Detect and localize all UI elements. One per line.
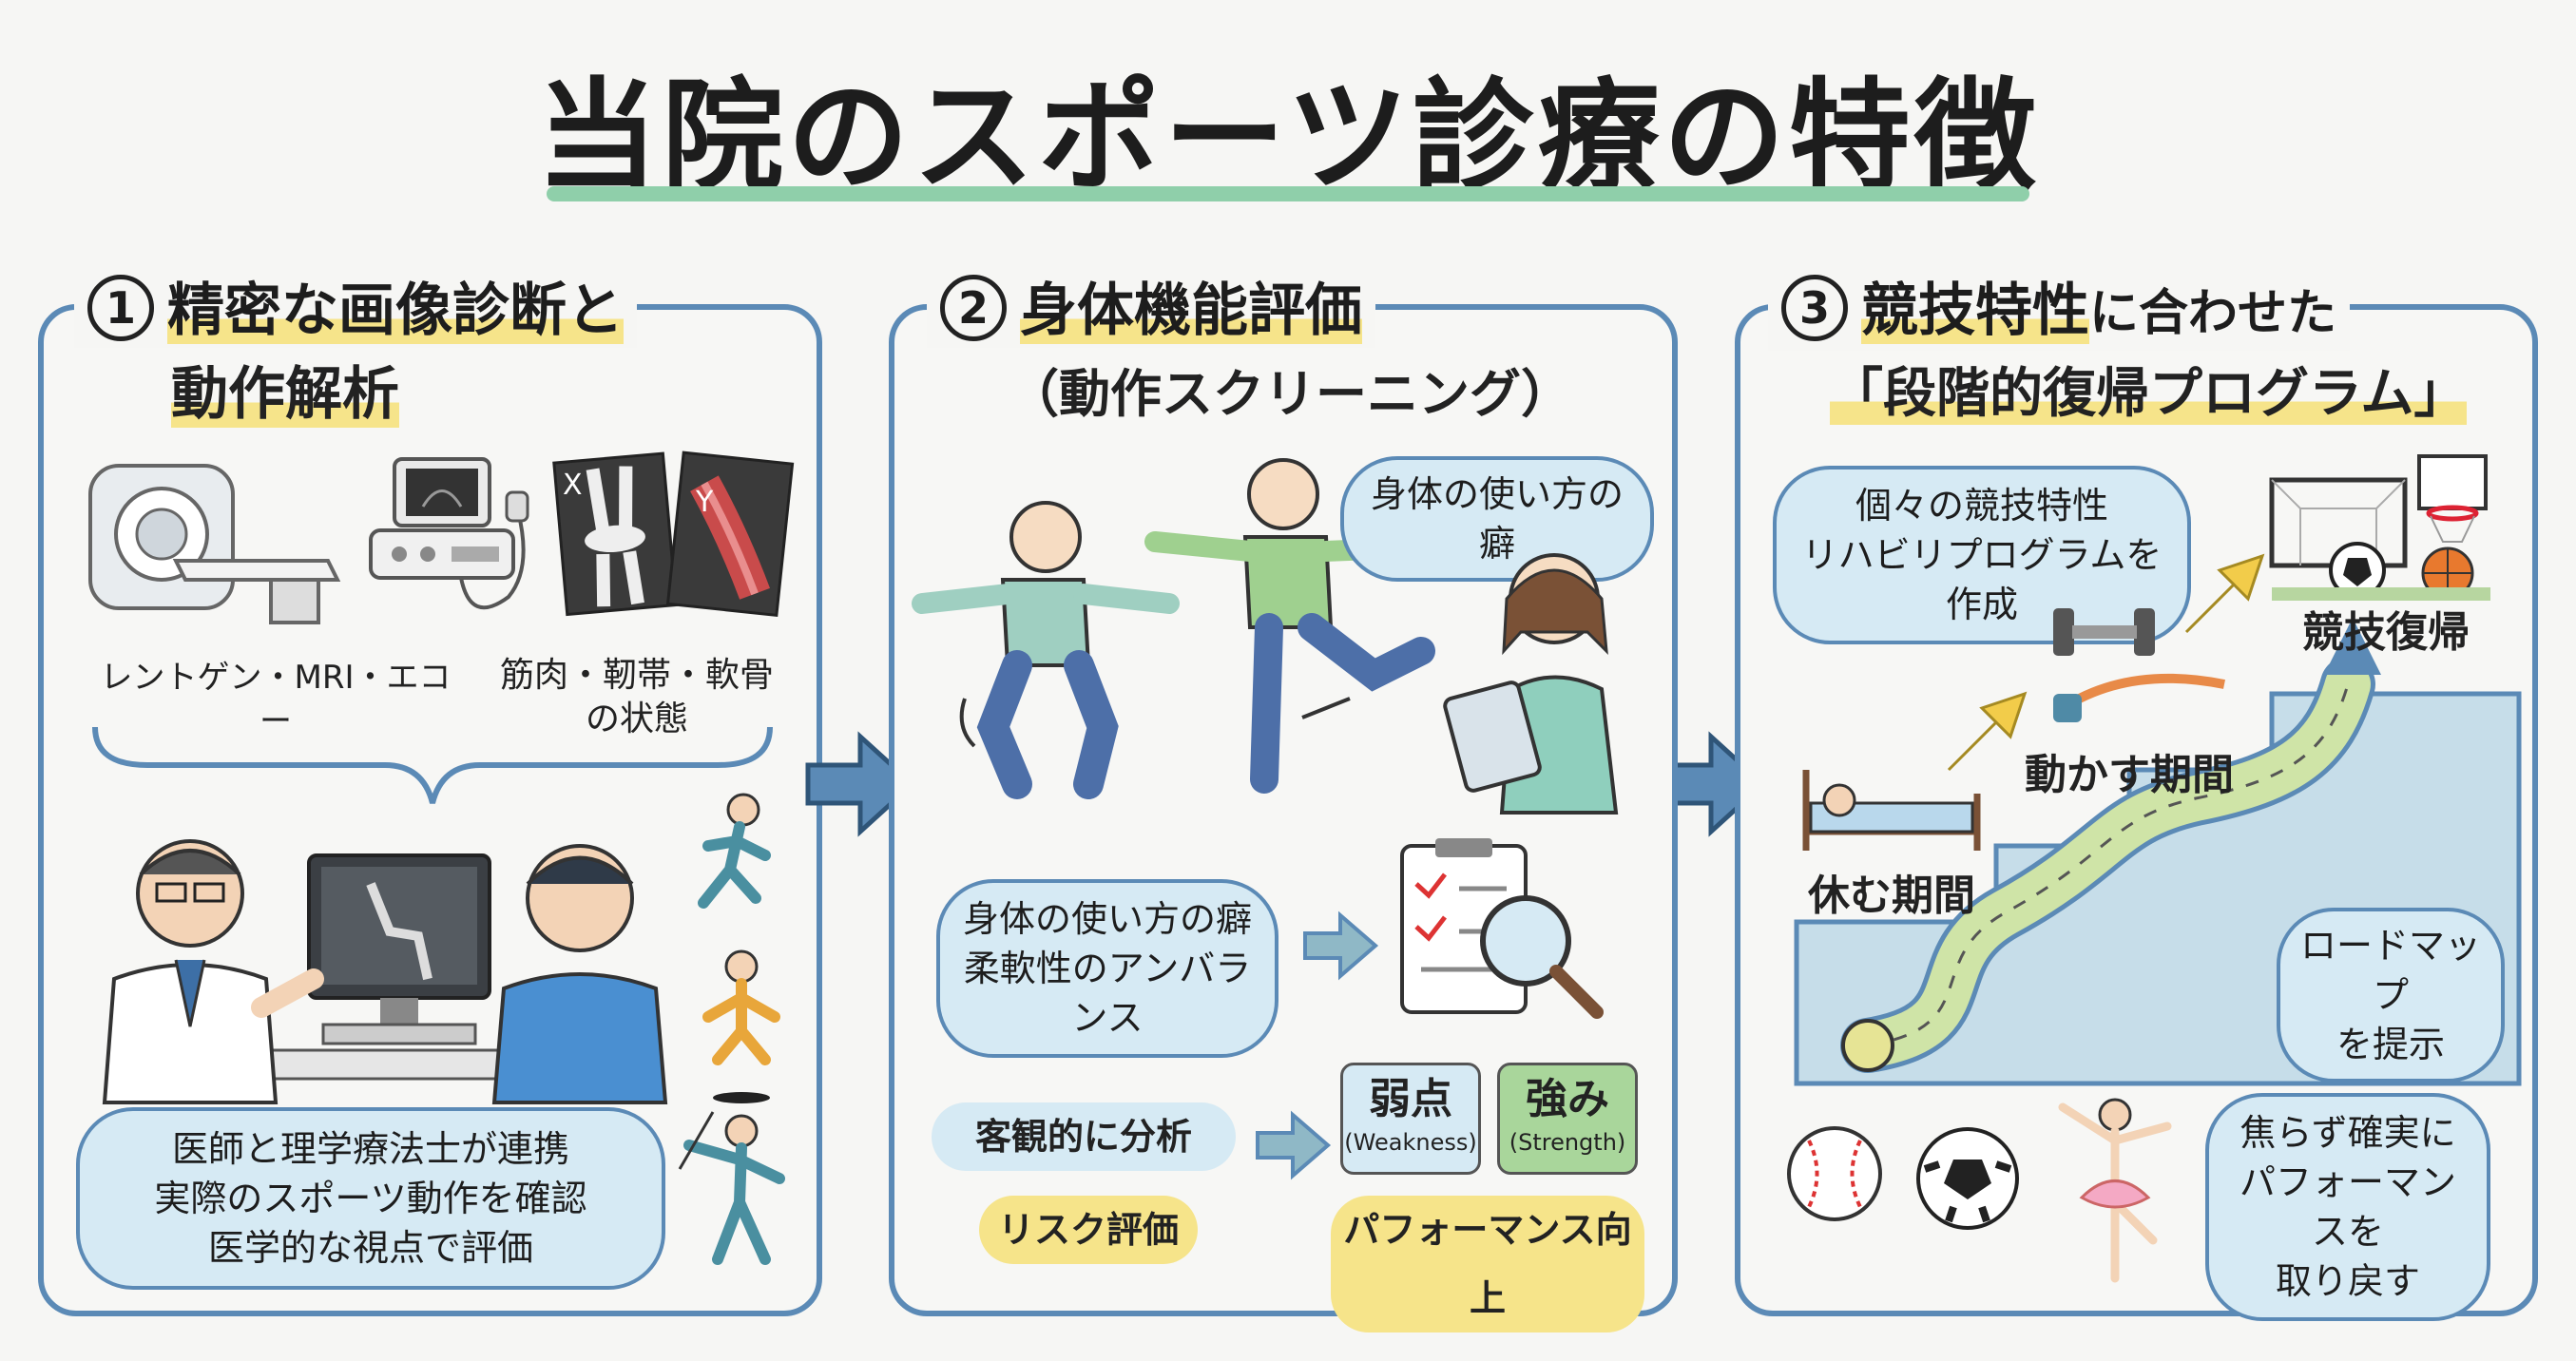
tissue-label: 筋肉・靭帯・軟骨 の状態 — [499, 656, 774, 738]
page-title: 当院のスポーツ診療の特徴 — [536, 67, 2040, 208]
panel2-subheading: （動作スクリーニング） — [1008, 364, 1572, 424]
ballerina-icon — [2058, 1098, 2172, 1283]
arrow-right-icon — [805, 731, 916, 837]
clipboard-magnifier-icon — [1400, 838, 1604, 1019]
step-number-2: 2 — [940, 275, 1007, 342]
xray-x-label: X — [563, 469, 583, 502]
thrower-icon — [678, 1111, 785, 1265]
xray-images-icon — [552, 450, 795, 617]
runner-icon — [698, 793, 771, 909]
stage-return-label: 競技復帰 — [2302, 608, 2470, 657]
habit-bubble-top: 身体の使い方の癖 — [1340, 456, 1654, 582]
pill-risk-assessment: リスク評価 — [979, 1196, 1198, 1264]
arrow-right-icon — [1303, 911, 1379, 981]
step-number-3: 3 — [1781, 275, 1848, 342]
progress-arrow-icon — [1947, 691, 2028, 772]
doctor-therapist-illustration — [102, 839, 668, 1104]
step-number-1: 1 — [87, 275, 154, 342]
xray-y-label: Y — [696, 486, 714, 519]
mri-machine-icon — [88, 464, 341, 624]
therapist-tablet-illustration — [1443, 553, 1619, 815]
strength-box: 強み (Strength) — [1497, 1063, 1638, 1175]
arrow-right-icon — [1256, 1110, 1332, 1180]
panel1-heading-line2: 動作解析 — [171, 361, 399, 428]
final-bubble: 焦らず確実に パフォーマンスを 取り戻す — [2205, 1093, 2490, 1321]
progress-arrow-icon — [2184, 553, 2265, 634]
goal-hoop-balls-icon — [2269, 454, 2490, 601]
imaging-label: レントゲン・MRI・エコー — [100, 659, 452, 740]
jumper-icon — [702, 949, 780, 1103]
stage-move-label: 動かす期間 — [2025, 751, 2234, 799]
squat-figure-illustration — [912, 501, 1180, 799]
soccer-ball-icon — [1916, 1127, 2019, 1230]
dumbbell-band-icon — [2053, 608, 2225, 722]
baseball-icon — [1787, 1126, 1882, 1221]
bed-icon — [1802, 770, 1981, 851]
roadmap-bubble: ロードマップ を提示 — [2277, 908, 2505, 1083]
panel3-heading-line2: 「段階的復帰プログラム」 — [1830, 363, 2468, 425]
pill-performance-improvement: パフォーマンス向上 — [1331, 1196, 1644, 1332]
stage-rest-label: 休む期間 — [1808, 872, 1975, 920]
ultrasound-icon — [369, 457, 529, 610]
pill-objective-analysis: 客観的に分析 — [932, 1102, 1236, 1171]
weakness-box: 弱点 (Weakness) — [1340, 1063, 1481, 1175]
title-underline — [547, 186, 2029, 201]
program-bubble: 個々の競技特性 リハビリプログラムを作成 — [1773, 466, 2191, 644]
habit-bubble-mid: 身体の使い方の癖 柔軟性のアンバランス — [936, 879, 1278, 1058]
brace-connector — [92, 726, 773, 804]
collab-bubble: 医師と理学療法士が連携 実際のスポーツ動作を確認 医学的な視点で評価 — [76, 1107, 665, 1290]
